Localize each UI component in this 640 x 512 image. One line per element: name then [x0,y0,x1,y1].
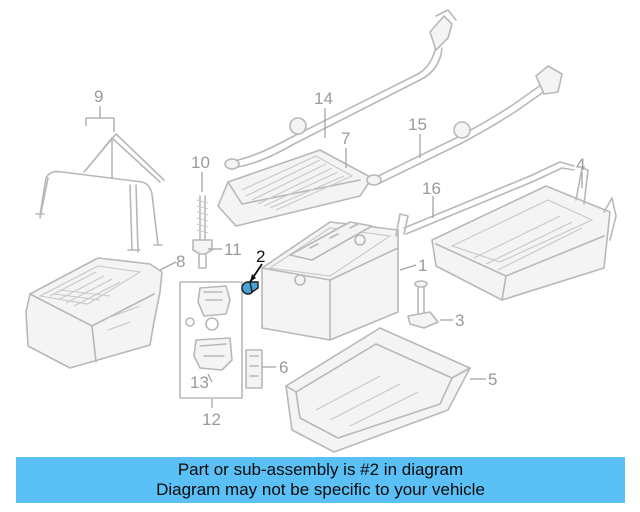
battery-part-1 [261,221,399,341]
banner-line-disclaimer: Diagram may not be specific to your vehi… [156,480,485,499]
callout-13: 13 [190,373,209,392]
callout-2-highlighted: 2 [256,247,265,266]
callout-11: 11 [224,240,242,259]
callout-8: 8 [176,252,185,271]
cable-part-14 [224,9,457,170]
battery-tray-part-4 [431,167,617,301]
lower-tray-part-5 [285,327,471,453]
parts-diagram: 9 14 7 15 16 4 10 11 8 1 3 5 6 13 12 2 [25,9,617,453]
callout-1: 1 [418,256,427,275]
callout-4: 4 [576,155,585,174]
bolt-part-3 [407,280,439,329]
callout-10: 10 [191,153,210,172]
callout-12: 12 [202,410,221,429]
banner-line-part-number: Part or sub-assembly is #2 in diagram [177,460,464,479]
callout-labels: 9 14 7 15 16 4 10 11 8 1 3 5 6 13 12 2 [94,87,585,429]
cover-part-8 [25,257,163,369]
callout-16: 16 [422,179,441,198]
callout-3: 3 [455,311,464,330]
relay-bracket-part-12-13 [179,281,243,399]
rod-part-16 [395,161,575,237]
callout-15: 15 [408,115,427,134]
callout-5: 5 [488,370,497,389]
battery-cover-part-7 [217,149,373,227]
stud-part-10 [192,195,213,269]
callout-9: 9 [94,87,103,106]
leader-lines [85,106,583,408]
bracket-frame-part-9 [35,133,165,253]
info-banner: Part or sub-assembly is #2 in diagram Di… [16,457,625,503]
callout-7: 7 [341,129,350,148]
clip-part-6 [245,349,263,389]
callout-6: 6 [279,358,288,377]
callout-14: 14 [314,89,333,108]
cable-part-15 [366,65,563,186]
highlighted-part-2 [241,263,263,295]
